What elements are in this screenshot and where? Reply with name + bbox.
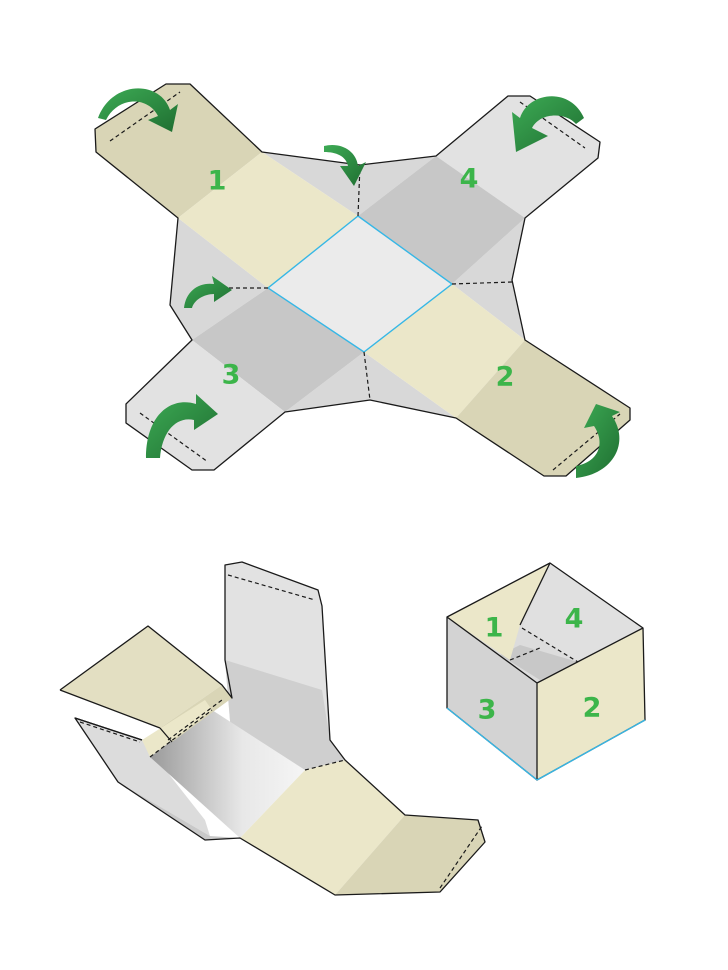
cube-inner-floor (500, 645, 578, 680)
net-label-1: 1 (208, 166, 227, 197)
net-outline (94, 83, 631, 477)
cube-flap-1 (447, 563, 550, 660)
fold-arrow-icon (184, 276, 232, 308)
cube-crease-left (446, 707, 538, 781)
partial-flap-2 (240, 760, 405, 895)
partial-fold (227, 574, 316, 601)
partial-flap-2-outer (335, 815, 485, 895)
fold-arrow-icon (576, 404, 620, 478)
partial-edge (59, 689, 161, 729)
flap-4-outer (436, 96, 600, 218)
cube-flap-4 (522, 563, 643, 662)
gusset-left (170, 218, 268, 340)
flap-4-inner (358, 156, 525, 284)
cube-label-4: 4 (565, 604, 584, 635)
fold-arrow-icon (98, 88, 178, 132)
fold-flap-1 (109, 91, 181, 142)
partial-flap-1 (60, 626, 222, 728)
cube-edge (519, 562, 551, 626)
cube-fold (521, 627, 579, 663)
partial-fold (149, 709, 213, 758)
partial-outline (59, 561, 486, 896)
flap-1-inner (178, 152, 358, 288)
cube-face-3 (447, 617, 537, 780)
net-label-4: 4 (460, 164, 479, 195)
cube-label-1: 1 (485, 613, 504, 644)
partially-folded-box (59, 561, 486, 896)
gusset-top (262, 152, 436, 216)
partial-left-wall (75, 718, 210, 836)
partial-inner-base (150, 710, 305, 838)
fold-gusset-right (451, 281, 513, 285)
gusset-right (452, 218, 525, 340)
fold-arrow-icon (512, 96, 584, 152)
gusset-bottom (285, 352, 456, 418)
partial-edge (159, 727, 173, 743)
cube-face-2 (537, 628, 645, 780)
cube-fold (509, 647, 541, 661)
net-label-3: 3 (222, 360, 241, 391)
partial-fold (79, 721, 141, 743)
flat-net: 1 2 3 4 (94, 83, 631, 478)
fold-gusset-bottom (363, 351, 371, 401)
cube-label-3: 3 (478, 695, 497, 726)
fold-flap-4 (519, 101, 586, 149)
net-label-2: 2 (496, 362, 515, 393)
cube-crease-right (536, 719, 646, 781)
flap-3-inner (192, 288, 364, 412)
fold-arrow-icon (146, 394, 218, 458)
assembled-box: 1 4 3 2 (446, 562, 646, 781)
partial-inner-ledge (142, 700, 212, 757)
fold-arrow-icon (324, 144, 366, 186)
flap-2-inner (364, 284, 525, 418)
partial-fold (439, 825, 483, 889)
cube-label-2: 2 (583, 693, 602, 724)
partial-edge (74, 717, 143, 741)
partial-fold (167, 699, 223, 741)
